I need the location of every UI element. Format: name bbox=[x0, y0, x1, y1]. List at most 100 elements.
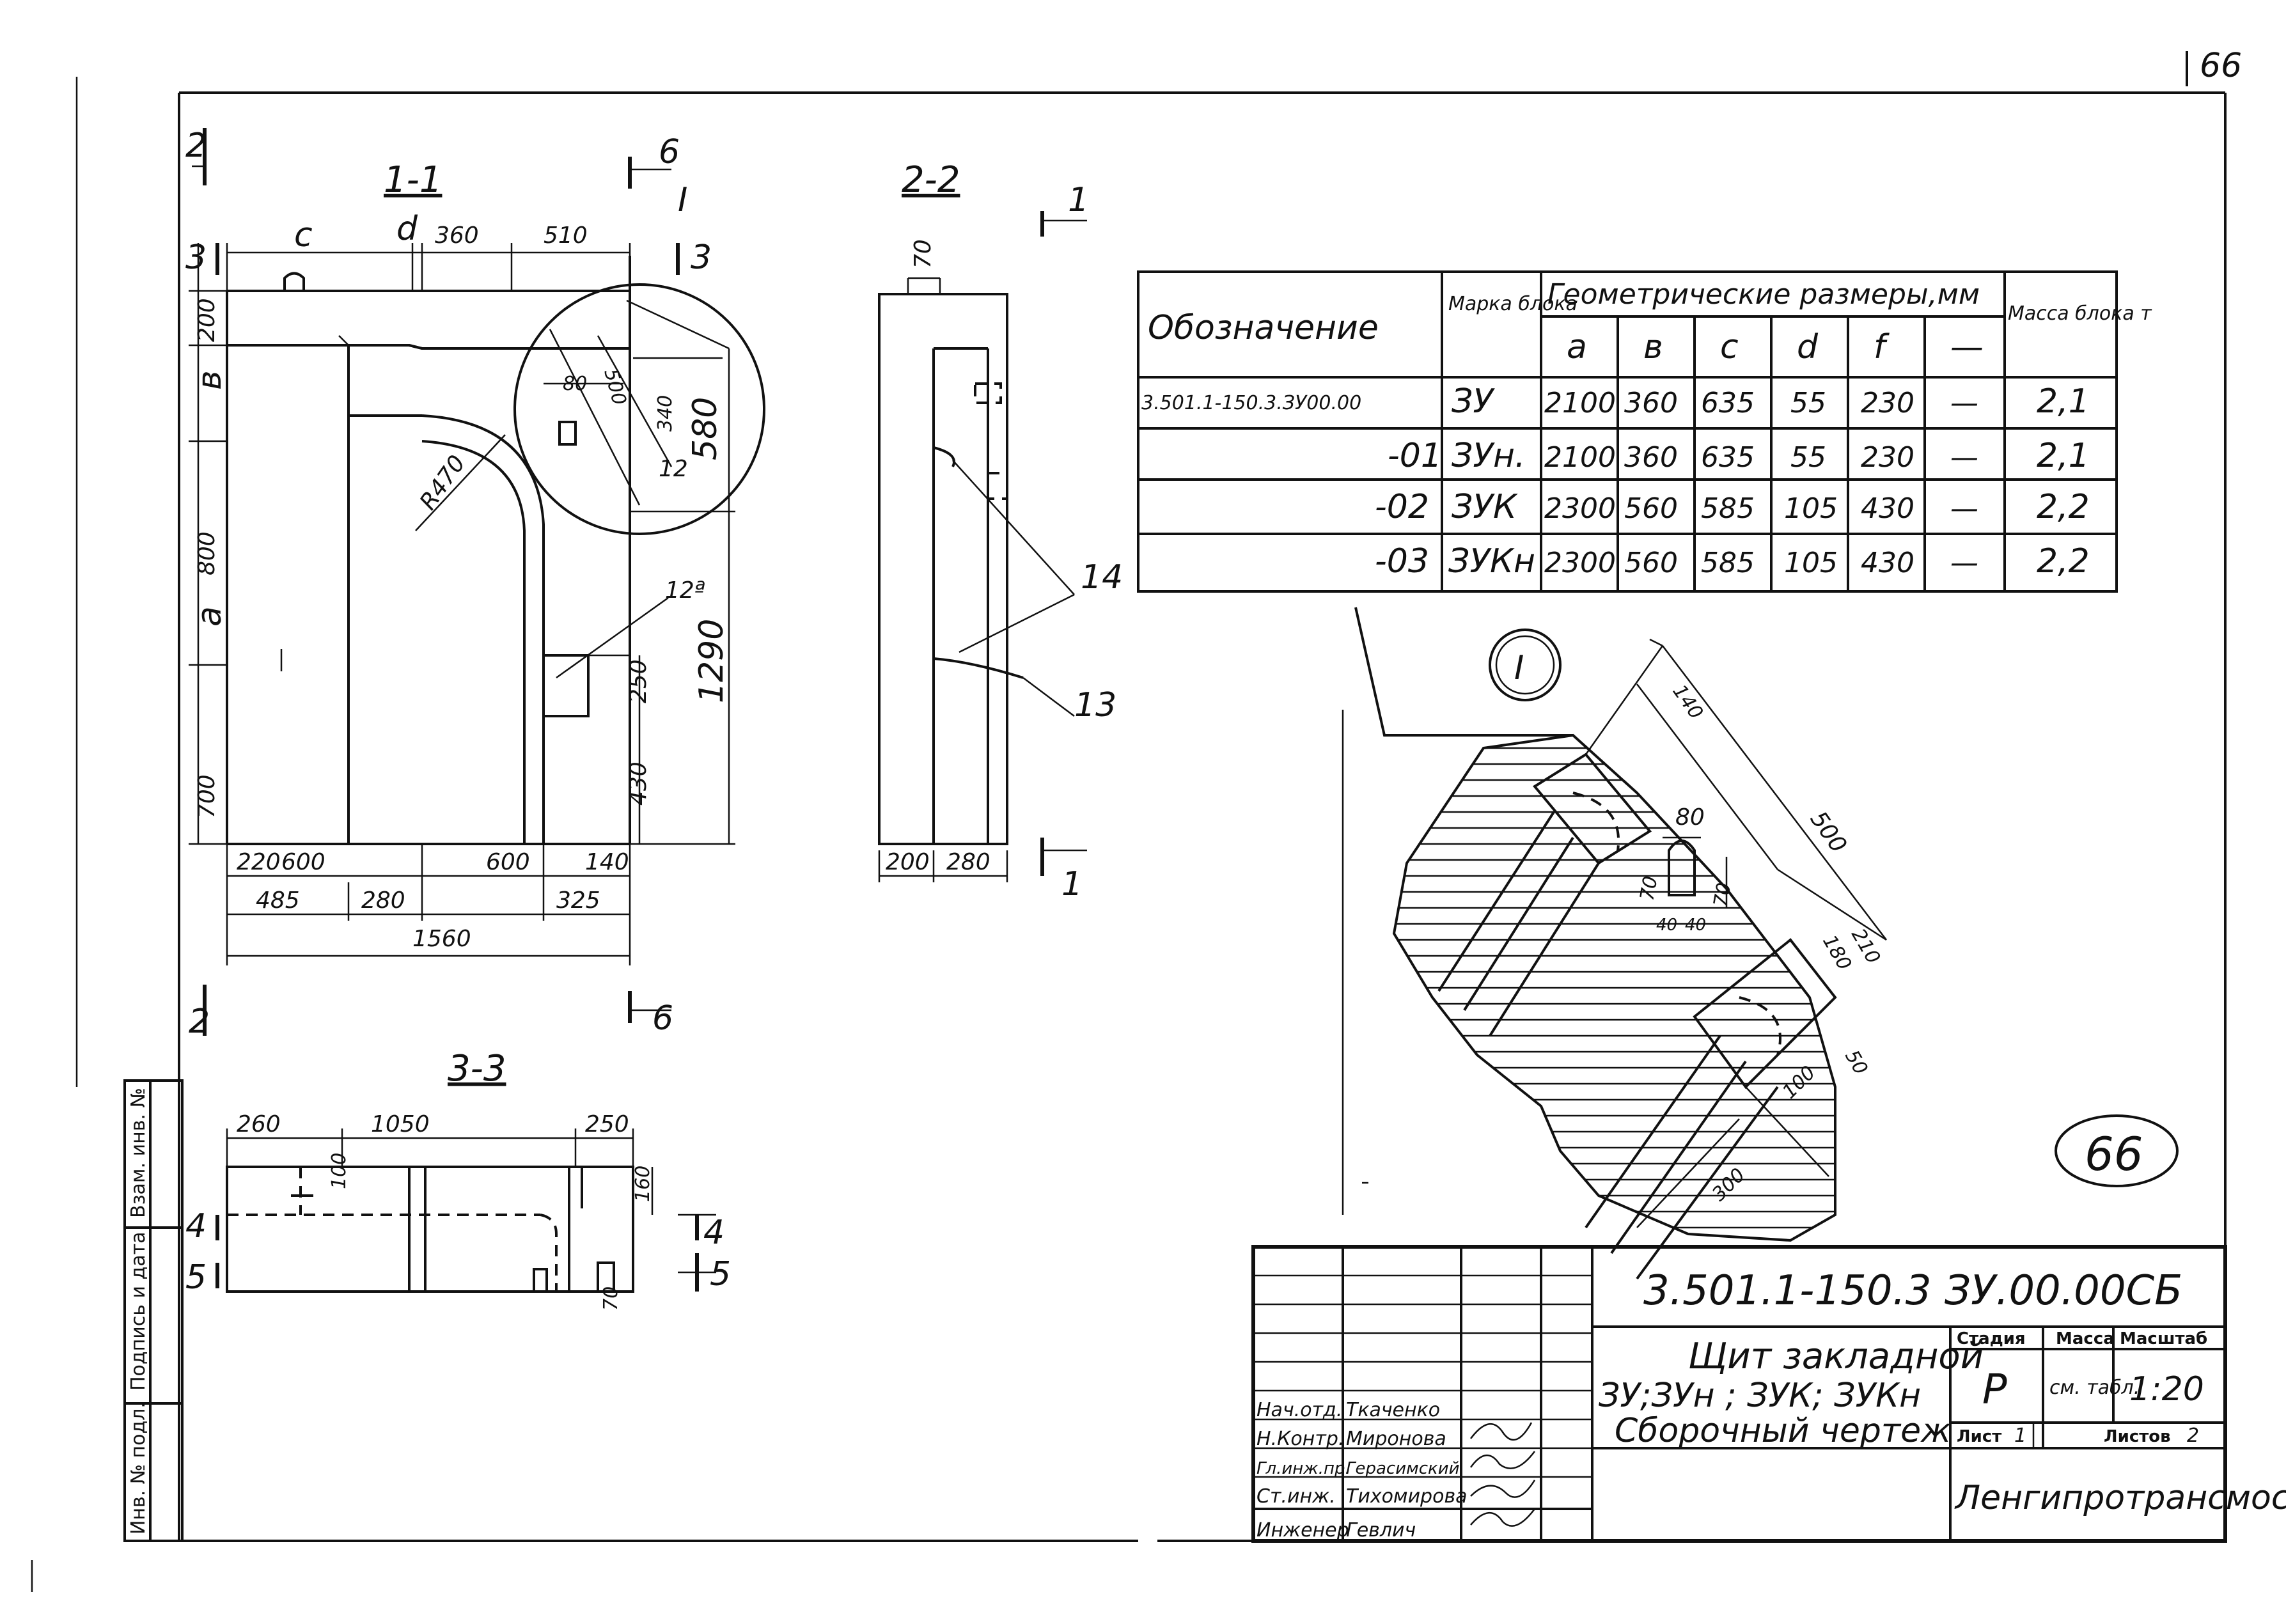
hdr-mark: Марка блока bbox=[1448, 293, 1577, 315]
dim-12a: 12ª bbox=[665, 577, 705, 604]
pos-14: 14 bbox=[1081, 558, 1123, 597]
signature-2 bbox=[1470, 1480, 1536, 1498]
row3-designation: -03 bbox=[1375, 542, 1429, 581]
row1-dash: — bbox=[1950, 441, 1978, 474]
row2-designation: -02 bbox=[1375, 488, 1429, 526]
person-role-0: Нач.отд. bbox=[1257, 1399, 1342, 1421]
sheet-label: Лист bbox=[1957, 1427, 2001, 1446]
dim-2-2-70: 70 bbox=[910, 239, 936, 269]
sheet-number: 66 bbox=[2200, 47, 2242, 85]
hdr-col-dash: — bbox=[1950, 328, 1984, 366]
marker-4-left: 4 bbox=[185, 1207, 207, 1245]
row3-f: 430 bbox=[1861, 547, 1914, 579]
sheets-label: Листов bbox=[2104, 1427, 2171, 1446]
dim-600b: 600 bbox=[486, 849, 530, 875]
row2-mass: 2,2 bbox=[2037, 488, 2090, 526]
person-name-0: Ткаченко bbox=[1346, 1399, 1440, 1421]
signature-1 bbox=[1469, 1451, 1535, 1469]
hdr-col-a: a bbox=[1567, 328, 1587, 366]
title-line2: ЗУ;ЗУн ; ЗУК; ЗУКн bbox=[1599, 1377, 1921, 1415]
detail-dim-70a: 70 bbox=[1636, 875, 1662, 903]
pos-13: 13 bbox=[1074, 686, 1116, 724]
handwritten-number: 66 bbox=[2085, 1127, 2143, 1181]
dim-800: 800 bbox=[194, 531, 220, 575]
dim-325: 325 bbox=[556, 887, 600, 914]
row2-b: 560 bbox=[1624, 492, 1678, 525]
view-2-2: 2-2 70 14 13 200 280 1 1 bbox=[878, 159, 1123, 903]
dim-2-2-200: 200 bbox=[886, 849, 930, 875]
row2-a: 2300 bbox=[1544, 492, 1616, 525]
dim-340: 340 bbox=[654, 395, 677, 432]
detail-dim-70b: 70 bbox=[1709, 881, 1735, 909]
row2-c: 585 bbox=[1701, 492, 1755, 525]
stamp-sign-date: Подпись и дата bbox=[127, 1232, 150, 1391]
dim-80: 80 bbox=[563, 373, 587, 395]
row3-c: 585 bbox=[1701, 547, 1755, 579]
row3-b: 560 bbox=[1624, 547, 1678, 579]
dim-3-3-70: 70 bbox=[600, 1286, 622, 1311]
row0-a: 2100 bbox=[1544, 387, 1616, 419]
table-row: -02 ЗУК 2300 560 585 105 430 — 2,2 bbox=[1375, 488, 2090, 526]
handwritten-ellipse bbox=[2055, 1114, 2179, 1187]
row3-a: 2300 bbox=[1544, 547, 1616, 579]
dim-500: 500 bbox=[599, 366, 630, 407]
dim-b: в bbox=[191, 370, 229, 390]
marker-6-top: 6 bbox=[659, 133, 680, 171]
sheet-value: 1 bbox=[2014, 1425, 2026, 1447]
row3-dash: — bbox=[1950, 547, 1978, 579]
marker-3-right: 3 bbox=[691, 238, 712, 277]
row2-f: 430 bbox=[1861, 492, 1914, 525]
dim-430: 430 bbox=[625, 761, 652, 806]
row2-mark: ЗУК bbox=[1452, 488, 1518, 526]
detail-dim-300: 300 bbox=[1708, 1164, 1750, 1205]
row0-c: 635 bbox=[1701, 387, 1755, 419]
hdr-col-b: в bbox=[1643, 328, 1663, 366]
mass-label: Масса bbox=[2056, 1329, 2115, 1348]
row1-mark: ЗУн. bbox=[1452, 437, 1526, 475]
hdr-col-c: c bbox=[1720, 328, 1739, 366]
row0-dash: — bbox=[1950, 387, 1978, 419]
marker-2-top: 2 bbox=[185, 127, 207, 165]
sheets-value: 2 bbox=[2187, 1425, 2199, 1447]
hdr-col-f: f bbox=[1874, 328, 1890, 366]
table-row: -03 ЗУКн 2300 560 585 105 430 — 2,2 bbox=[1375, 542, 2090, 581]
hdr-geometry: Геометрические размеры,мм bbox=[1547, 278, 1980, 311]
stage-label: Стадия bbox=[1957, 1329, 2026, 1348]
person-name-1: Миронова bbox=[1346, 1428, 1446, 1450]
detail-dim-50: 50 bbox=[1840, 1047, 1872, 1079]
person-name-2: Герасимский bbox=[1346, 1459, 1460, 1478]
detail-dim-140: 140 bbox=[1668, 681, 1707, 724]
scale-label: Масштаб bbox=[2120, 1329, 2207, 1348]
person-role-3: Ст.инж. bbox=[1257, 1485, 1336, 1508]
row1-a: 2100 bbox=[1544, 441, 1616, 474]
detail-dim-40b: 40 bbox=[1685, 916, 1706, 935]
dim-3-3-260: 260 bbox=[237, 1111, 281, 1137]
person-name-3: Тихомирова bbox=[1346, 1485, 1468, 1508]
mass-value: см. табл. bbox=[2049, 1377, 2140, 1399]
dim-200: 200 bbox=[194, 298, 220, 342]
row0-mark: ЗУ bbox=[1452, 382, 1495, 421]
title-line1: Щит закладной bbox=[1688, 1336, 1984, 1377]
side-stamp: Инв. № подл. Подпись и дата Взам. инв. № bbox=[123, 1079, 184, 1542]
dim-c: c bbox=[294, 216, 313, 254]
row0-d: 55 bbox=[1790, 387, 1826, 419]
marker-5-left: 5 bbox=[185, 1258, 207, 1297]
dim-2-2-280: 280 bbox=[946, 849, 990, 875]
dim-485: 485 bbox=[256, 887, 300, 914]
row1-d: 55 bbox=[1790, 441, 1826, 474]
detail-i-label: I bbox=[678, 181, 687, 219]
hdr-mass: Масса блока т bbox=[2008, 302, 2152, 325]
org-name: Ленгипротрансмост bbox=[1954, 1479, 2286, 1517]
row0-mass: 2,1 bbox=[2037, 382, 2090, 421]
marker-3-left: 3 bbox=[185, 238, 207, 277]
section-3-3-title: 3-3 bbox=[448, 1048, 506, 1089]
dim-360: 360 bbox=[435, 223, 479, 249]
row0-f: 230 bbox=[1861, 387, 1914, 419]
dim-r470: R470 bbox=[415, 451, 471, 515]
detail-dim-500: 500 bbox=[1805, 807, 1852, 858]
scale-value: 1:20 bbox=[2129, 1370, 2204, 1409]
view-3-3: 3-3 260 1050 250 100 160 70 4 4 5 5 bbox=[185, 1048, 731, 1311]
marker-5-right: 5 bbox=[710, 1255, 731, 1293]
marker-4-right: 4 bbox=[703, 1214, 724, 1252]
